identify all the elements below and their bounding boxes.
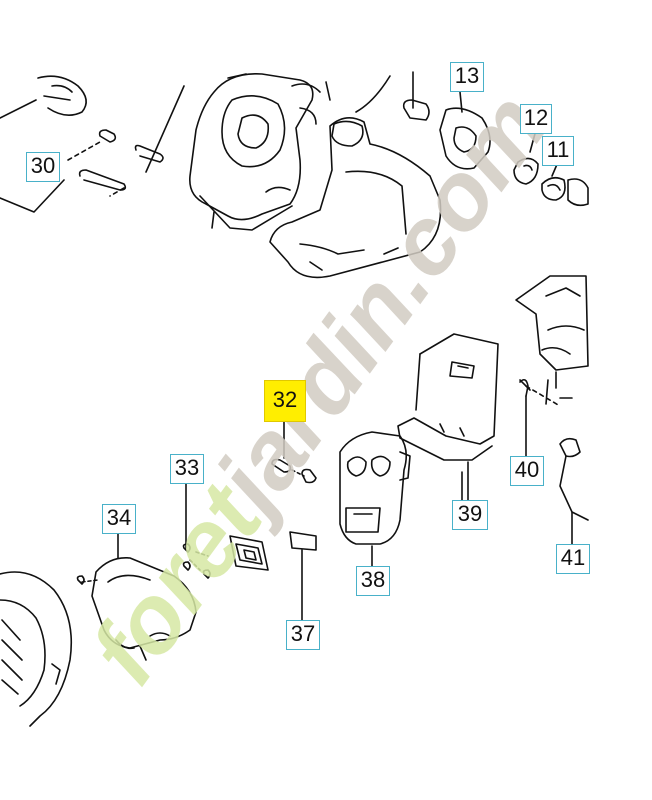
callout-13: 13 <box>450 62 484 92</box>
callout-34: 34 <box>102 504 136 534</box>
nut-11 <box>541 161 589 207</box>
callout-12: 12 <box>520 104 552 134</box>
watermark: foretjardin.com <box>70 74 567 702</box>
callout-40: 40 <box>510 456 544 486</box>
fuel-tank <box>269 117 442 279</box>
part-13-assembly <box>402 71 491 170</box>
callout-11: 11 <box>542 136 574 166</box>
spark-plug-lead-41 <box>559 437 589 545</box>
watermark-text: foretjardin.com <box>70 74 567 702</box>
callout-30: 30 <box>26 152 60 182</box>
screws-33 <box>182 483 211 579</box>
callout-39: 39 <box>452 500 488 530</box>
callout-32-highlighted: 32 <box>264 380 306 422</box>
bracket-assembly-right <box>515 275 589 407</box>
callout-33: 33 <box>170 454 204 484</box>
callout-41: 41 <box>556 544 590 574</box>
crankcase-part <box>189 73 331 231</box>
plate-37 <box>289 531 317 621</box>
callout-38: 38 <box>356 566 390 596</box>
bolt-set-30 <box>0 85 185 213</box>
part-40-pin <box>519 378 529 457</box>
leader-40-upper <box>545 379 549 405</box>
screws-32 <box>271 458 317 484</box>
cover-34 <box>76 529 197 661</box>
hose-line <box>355 75 391 113</box>
callout-37: 37 <box>286 620 320 650</box>
rotor-fragment <box>0 75 87 119</box>
heat-shield-39 <box>397 333 499 501</box>
gasket-plate <box>229 535 269 571</box>
fan-housing <box>0 571 73 727</box>
muffler-38 <box>339 431 411 567</box>
